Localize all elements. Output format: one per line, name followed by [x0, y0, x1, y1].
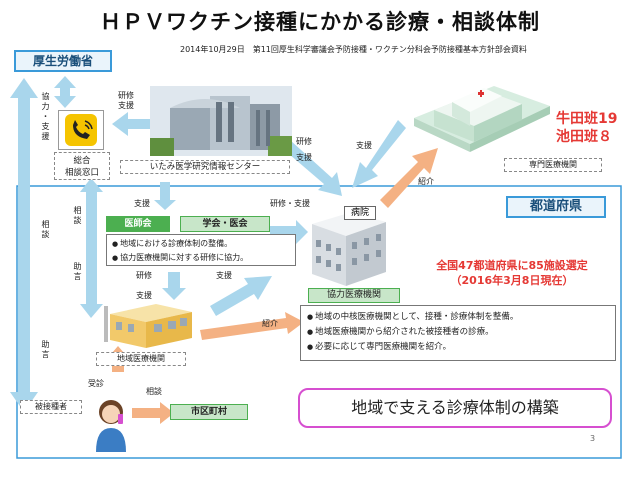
support-label: 支援: [296, 153, 312, 162]
referral-to-coop-arrow: [200, 312, 304, 340]
cooperating-tag: 協力医療機関: [308, 288, 400, 303]
advice-label: 助言: [41, 340, 50, 360]
municipality-arrow: [132, 402, 174, 424]
recipient-label: 被接種者: [20, 400, 82, 414]
ldmic-assoc-arrow: [154, 182, 176, 210]
assoc-local-arrow: [162, 272, 186, 300]
phone-icon: [65, 114, 97, 146]
consult-icon-frame: [58, 110, 104, 150]
consult-window-label: 総合 相談窓口: [54, 152, 110, 180]
cooperate-support-label: 協力・支援: [41, 92, 50, 142]
prefecture-frame: [16, 185, 622, 459]
local-clinic-image: [104, 304, 192, 348]
support-label: 支援: [216, 271, 232, 280]
support-label: 支援: [356, 141, 372, 150]
mhlw-consult-arrow: [54, 76, 76, 108]
banner: 地域で支える診療体制の構築: [298, 388, 612, 428]
referral-label: 紹介: [262, 319, 278, 328]
ldmic-label: いたみ医学研究情報センター: [120, 160, 290, 174]
consult-local-arrow: [80, 178, 103, 318]
designation-note: 全国47都道府県に85施設選定 （2016年3月8日現在）: [436, 259, 588, 287]
local-clinic-label: 地域医療機関: [96, 352, 186, 366]
page-number: 3: [590, 434, 596, 443]
consult-advice-long-arrow: [10, 78, 38, 412]
specialist-label: 専門医療機関: [504, 158, 602, 172]
assoc-note: 協力医療機関に対する研修に協力。: [112, 251, 290, 265]
source-note: 2014年10月29日 第11回厚生科学審議会予防接種・ワクチン分科会予防接種基…: [180, 45, 527, 54]
support-label: 支援: [118, 101, 134, 110]
advice-label: 助言: [73, 262, 82, 282]
coop-note: 地域の中核医療機関として、接種・診療体制を整備。: [307, 310, 609, 325]
referral-to-specialist-arrow: [380, 148, 438, 208]
coop-note: 必要に応じて専門医療機関を紹介。: [307, 340, 609, 355]
receive-label: 受診: [88, 379, 104, 388]
municipality-tag: 市区町村: [170, 404, 248, 420]
hospital-sign: 病院: [344, 206, 376, 220]
coop-notes: 地域の中核医療機関として、接種・診療体制を整備。 地域医療機関から紹介された被接…: [300, 305, 616, 361]
page-title: ＨＰＶワクチン接種にかかる診療・相談体制: [100, 10, 540, 34]
recipient-avatar: [96, 400, 126, 452]
specialist-hospital-arrow: [352, 120, 406, 188]
hospital-local-arrow: [210, 276, 272, 316]
consult-label: 相談: [146, 387, 162, 396]
ldmic-hospital-arrow: [282, 140, 342, 196]
specialist-hospital-image: [414, 86, 550, 152]
support-label: 支援: [134, 199, 150, 208]
referral-label: 紹介: [418, 177, 434, 186]
coop-note: 地域医療機関から紹介された被接種者の診療。: [307, 325, 609, 340]
ldmic-building-image: [150, 86, 292, 156]
training-label: 研修: [296, 137, 312, 146]
research-group-count: 牛田班19 池田班８: [556, 111, 618, 145]
academic-assoc-tag: 学会・医会: [180, 216, 270, 232]
prefecture-tag: 都道府県: [506, 196, 606, 218]
consult-label: 相談: [41, 220, 50, 240]
support-label: 支援: [136, 291, 152, 300]
training-support-label: 研修・支援: [270, 199, 310, 208]
mhlw-box: 厚生労働省: [14, 50, 112, 72]
training-label: 研修: [118, 91, 134, 100]
ldmic-consult-arrow: [112, 112, 152, 136]
assoc-note: 地域における診療体制の整備。: [112, 237, 290, 251]
medical-assoc-tag: 医師会: [106, 216, 170, 232]
assoc-notes: 地域における診療体制の整備。 協力医療機関に対する研修に協力。: [106, 234, 296, 266]
training-label: 研修: [136, 271, 152, 280]
consult-label: 相談: [73, 206, 82, 226]
